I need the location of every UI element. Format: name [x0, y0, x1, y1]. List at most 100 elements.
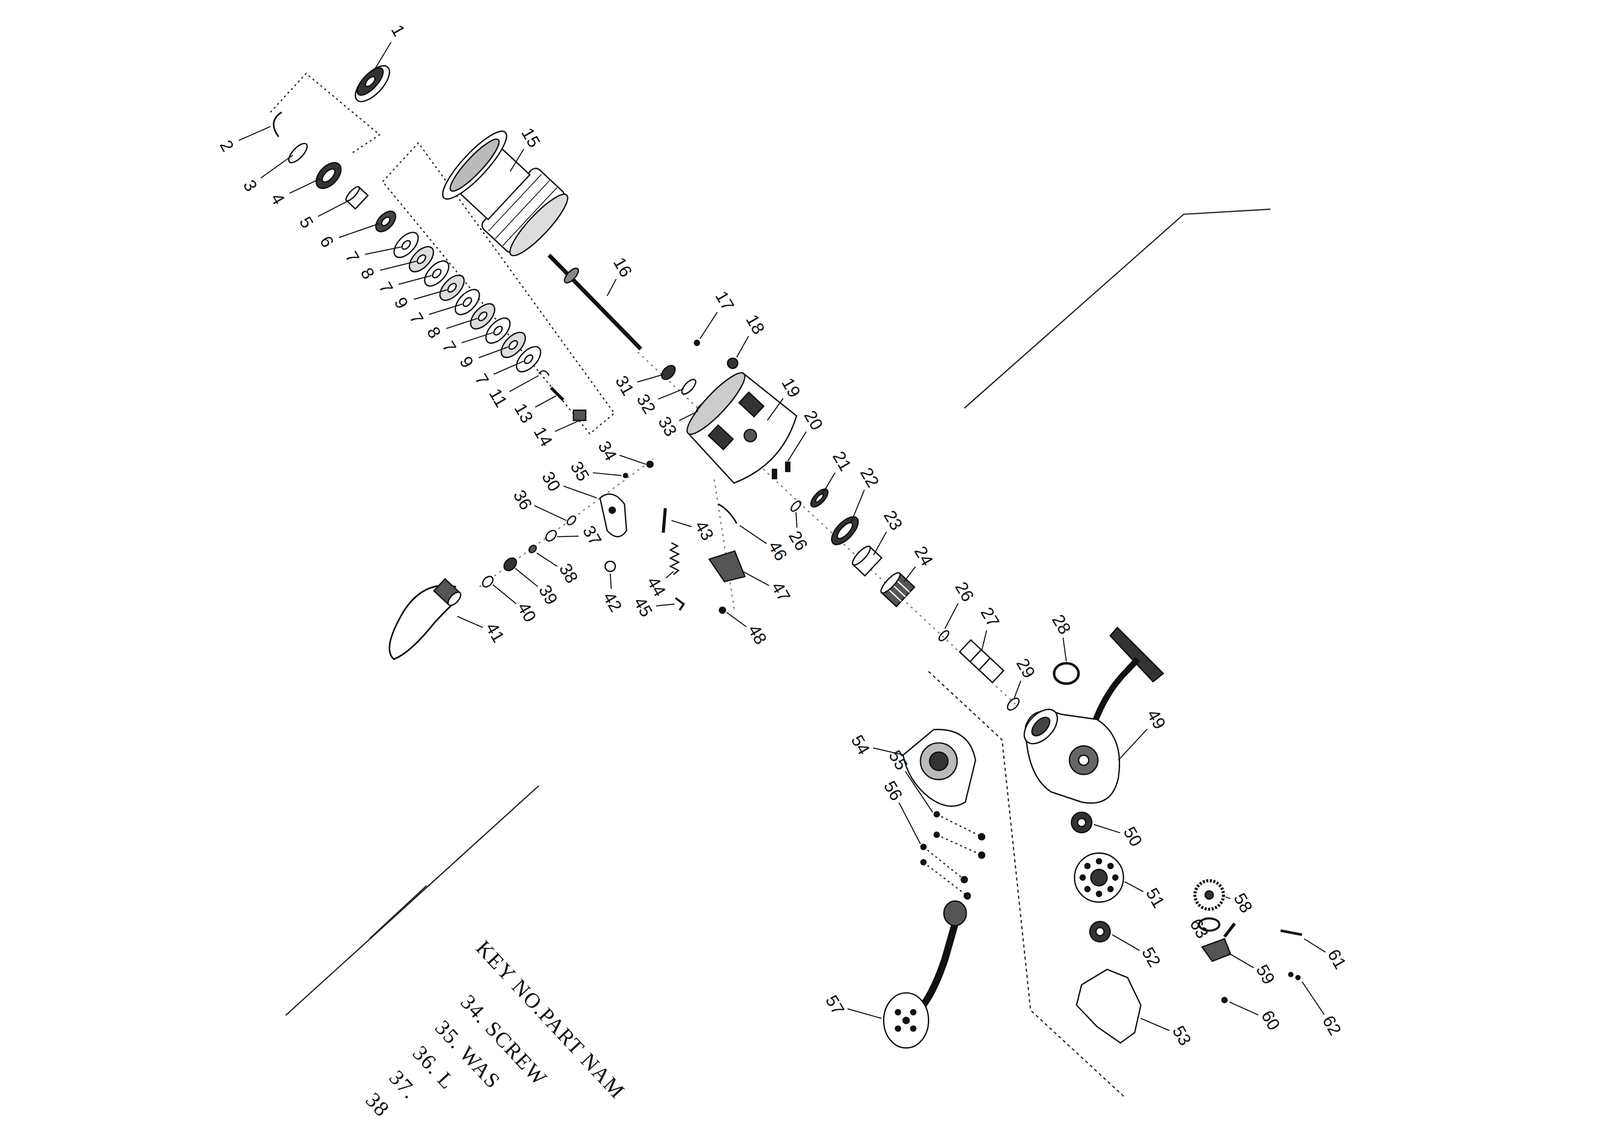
- part-drawing: [727, 357, 738, 369]
- part-drawing: [538, 370, 549, 376]
- part-drawing: [1078, 755, 1089, 766]
- leader-line: [899, 802, 921, 844]
- part-drawing: [1071, 812, 1092, 833]
- leader-line: [1063, 637, 1067, 662]
- leader-line: [905, 771, 933, 813]
- leader-line: [534, 505, 567, 521]
- leader-line: [1225, 896, 1231, 899]
- part-drawing: [480, 574, 495, 590]
- part-drawing: [461, 296, 474, 308]
- callout-number: 42: [600, 589, 625, 616]
- leader-line: [981, 630, 987, 652]
- part-drawing: [1017, 703, 1064, 750]
- callout-number: 56: [880, 778, 906, 804]
- leader-line: [535, 395, 557, 407]
- part-drawing: [1074, 852, 1124, 902]
- callout-number: 5: [296, 214, 316, 232]
- callout-number: 63: [1186, 915, 1212, 942]
- part-drawing: [501, 555, 520, 574]
- part-drawing: [959, 639, 1004, 683]
- part-drawing: [658, 363, 678, 382]
- leader-line: [619, 455, 646, 465]
- part-drawing: [878, 570, 903, 596]
- part-drawing: [929, 752, 948, 771]
- part-drawing: [1090, 869, 1108, 886]
- callout-number: 32: [633, 391, 659, 417]
- leader-line: [1118, 729, 1148, 761]
- callout-number: 7: [342, 248, 362, 266]
- part-drawing: [527, 543, 538, 554]
- leader-line: [413, 289, 448, 300]
- part-drawing: [1069, 746, 1099, 775]
- callout-number: 7: [375, 279, 396, 297]
- part-drawing: [718, 504, 737, 524]
- leader-line: [380, 261, 417, 271]
- leader-line: [851, 489, 865, 523]
- part-drawing: [1095, 927, 1105, 936]
- part-drawing: [512, 342, 546, 376]
- part-drawing: [677, 363, 805, 491]
- leader-line: [317, 200, 350, 217]
- part-drawing: [548, 255, 641, 350]
- part-drawing: [480, 574, 495, 590]
- callout-number: 60: [1257, 1007, 1283, 1034]
- part-drawing: [270, 73, 1271, 1097]
- leader-line: [1014, 680, 1021, 699]
- part-drawing: [961, 876, 968, 883]
- part-drawing: [741, 426, 759, 445]
- callout-number: 26: [952, 578, 977, 605]
- part-drawing: [1201, 938, 1231, 962]
- leader-line: [510, 149, 524, 172]
- part-drawing: [1079, 874, 1085, 880]
- leader-line: [726, 612, 747, 627]
- part-drawing: [964, 892, 971, 899]
- part-drawing: [415, 253, 427, 265]
- callout-number: 8: [423, 324, 444, 342]
- part-drawing: [492, 324, 504, 337]
- part-drawing: [647, 461, 653, 468]
- callout-number: 44: [643, 573, 669, 600]
- part-drawing: [1076, 969, 1142, 1043]
- part-drawing: [1112, 874, 1118, 880]
- callout-number: 59: [1252, 961, 1278, 988]
- leader-line: [742, 571, 769, 586]
- callout-number: 47: [768, 578, 794, 605]
- part-drawing: [320, 166, 337, 185]
- part-drawing: [1079, 858, 1118, 897]
- part-drawing: [623, 473, 628, 478]
- part-drawing: [431, 267, 443, 279]
- leader-line: [238, 126, 271, 141]
- callout-number: 23: [880, 507, 906, 534]
- part-drawing: [446, 281, 458, 294]
- part-drawing: [565, 514, 578, 527]
- leader-line: [700, 312, 718, 339]
- part-drawing: [1280, 930, 1303, 935]
- part-drawing: [964, 209, 1271, 409]
- part-drawing: [959, 639, 1004, 683]
- part-drawing: [789, 499, 803, 513]
- part-drawing: [1288, 972, 1293, 977]
- part-drawing: [311, 157, 346, 193]
- part-drawing: [600, 494, 627, 537]
- part-drawing: [433, 578, 464, 608]
- callout-number: 9: [390, 294, 411, 312]
- leader-line: [944, 603, 958, 629]
- callout-number: 27: [977, 604, 1003, 631]
- leader-line: [666, 571, 674, 578]
- callout-number: 17: [712, 288, 737, 314]
- callout-number: 28: [1048, 611, 1074, 638]
- part-drawing: [1089, 921, 1111, 943]
- part-drawing: [895, 1009, 901, 1015]
- leader-line: [446, 318, 478, 329]
- part-drawing: [694, 340, 700, 346]
- callout-number: 3: [240, 177, 260, 195]
- leader-line: [678, 411, 698, 422]
- part-drawing: [719, 607, 726, 614]
- leader-line: [657, 388, 684, 400]
- leader-line: [822, 472, 836, 495]
- leader-line: [515, 568, 538, 587]
- callout-number: 52: [1138, 944, 1164, 970]
- part-drawing: [826, 512, 863, 549]
- callout-number: 30: [538, 468, 564, 495]
